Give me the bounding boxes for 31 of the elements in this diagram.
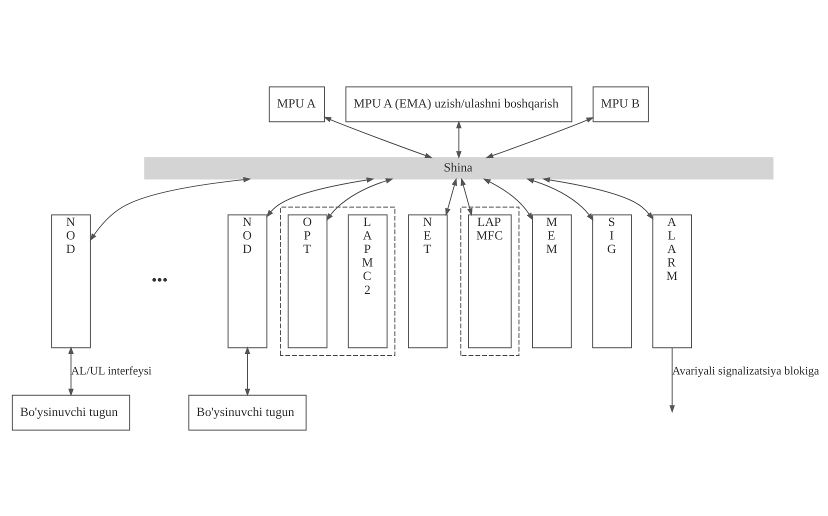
arrow — [90, 176, 252, 241]
arrow — [266, 176, 374, 218]
label: ••• — [151, 271, 168, 288]
arrow — [482, 178, 534, 220]
arrow — [526, 178, 594, 221]
node-box: MPU B — [592, 86, 649, 122]
node-box: A L A R M — [652, 214, 692, 348]
arrow — [323, 116, 433, 158]
arrow — [456, 120, 462, 158]
node-box: L A P M C 2 — [348, 214, 388, 348]
arrow — [445, 177, 458, 216]
arrow — [486, 116, 594, 158]
node-box: S I G — [592, 214, 632, 348]
node-box: LAP MFC — [468, 214, 512, 348]
node-box: Bo'ysinuvchi tugun — [12, 394, 130, 430]
arrow — [542, 176, 654, 220]
node-box: Bo'ysinuvchi tugun — [188, 394, 307, 430]
arrow — [244, 346, 250, 396]
cluster — [280, 206, 396, 356]
node-box: O P T — [288, 214, 328, 348]
node-box: M E M — [532, 214, 572, 348]
node-box: N E T — [408, 214, 448, 348]
node-box: MPU A (EMA) uzish/ulashni boshqarish — [345, 86, 572, 122]
arrow — [68, 346, 74, 396]
arrow — [460, 177, 472, 216]
node-box: Shina — [144, 156, 774, 179]
node-box: MPU A — [268, 86, 326, 122]
node-box: N O D — [228, 214, 268, 348]
arrow — [326, 178, 394, 221]
node-box: N O D — [51, 214, 91, 348]
arrow — [669, 346, 675, 413]
